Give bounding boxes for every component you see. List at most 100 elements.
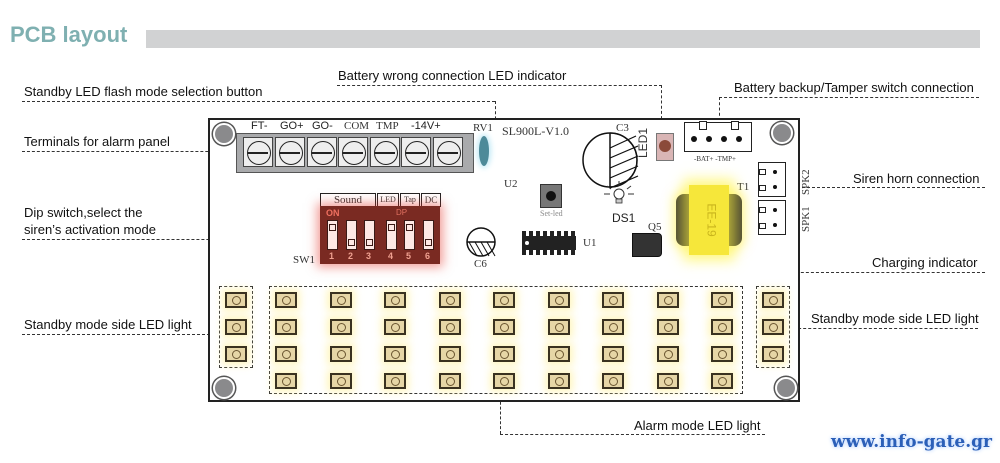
board-name: SL900L-V1.0 — [502, 124, 569, 138]
set-led-button[interactable] — [540, 184, 562, 208]
terminal-label: GO- — [312, 120, 333, 132]
mounting-hole — [771, 122, 793, 144]
leader-line — [788, 328, 978, 329]
capacitor-c3-icon — [582, 132, 639, 189]
dip-group-labels: Sound LED Tap DC — [320, 193, 441, 207]
dip-group-dc: DC — [421, 193, 441, 207]
terminal-label: COM — [344, 120, 370, 132]
alarm-led — [493, 373, 515, 389]
screw-terminal — [243, 137, 273, 167]
alarm-led — [438, 373, 461, 389]
callout-standby-flash-button: Standby LED flash mode selection button — [24, 84, 263, 99]
alarm-led — [711, 319, 733, 335]
dip-switch-1[interactable] — [327, 220, 338, 250]
leader-line — [719, 97, 979, 98]
page-title: PCB layout — [10, 22, 128, 47]
spk1-label: SPK1 — [800, 206, 812, 232]
dip-number: 1 — [329, 251, 335, 261]
alarm-led — [438, 319, 461, 335]
leader-line — [500, 434, 765, 435]
alarm-led — [329, 319, 352, 335]
led-dot-icon — [659, 140, 671, 152]
side-led-right — [762, 292, 784, 308]
charging-indicator-bulb-icon — [604, 181, 634, 204]
alarm-led — [275, 346, 297, 362]
speaker-connector-spk1 — [758, 200, 786, 235]
dip-group-led: LED — [377, 193, 399, 207]
alarm-led — [329, 292, 352, 308]
alarm-led — [275, 373, 297, 389]
leader-line — [22, 334, 220, 335]
c3-label: C3 — [616, 122, 629, 134]
terminal-label: GO+ — [280, 120, 304, 132]
bat-tmp-label: -BAT+ -TMP+ — [694, 155, 736, 163]
alarm-led — [711, 292, 733, 308]
dip-number: 3 — [366, 251, 372, 261]
leader-line — [661, 85, 662, 145]
transformer-t1: EE-19 — [689, 185, 729, 255]
dip-number: 5 — [406, 251, 412, 261]
u2-label: U2 — [504, 178, 518, 190]
alarm-led — [384, 373, 406, 389]
alarm-led — [656, 346, 679, 362]
dip-knob — [329, 224, 336, 231]
dip-number: 6 — [425, 251, 431, 261]
side-led-left — [225, 292, 247, 308]
battery-tamper-connector — [684, 121, 752, 152]
ds1-label: DS1 — [612, 211, 636, 225]
transformer-model: EE-19 — [704, 203, 719, 237]
alarm-led — [275, 292, 297, 308]
dip-number: 2 — [348, 251, 354, 261]
side-led-group-right — [756, 286, 790, 368]
dip-switch-2[interactable] — [346, 220, 357, 250]
alarm-led — [493, 346, 515, 362]
leader-line — [337, 85, 662, 86]
dip-switch-5[interactable] — [404, 220, 415, 250]
callout-dip-switch-line2: siren’s activation mode — [24, 222, 156, 237]
dip-switch-6[interactable] — [423, 220, 434, 250]
dip-knob — [388, 224, 395, 231]
terminal-block — [236, 133, 474, 173]
varistor-rv1 — [479, 136, 489, 166]
dip-knob — [366, 239, 373, 246]
callout-battery-tamper: Battery backup/Tamper switch connection — [734, 80, 974, 95]
dip-knob — [406, 224, 413, 231]
screw-terminal — [338, 137, 368, 167]
mounting-hole — [213, 123, 235, 145]
leader-line — [500, 392, 501, 434]
alarm-led — [656, 292, 679, 308]
leader-line — [719, 97, 720, 121]
alarm-led — [493, 292, 515, 308]
u1-label: U1 — [583, 237, 597, 249]
leader-line — [22, 101, 495, 102]
alarm-led — [602, 373, 624, 389]
terminal-label: TMP — [376, 120, 399, 132]
leader-line — [22, 239, 324, 240]
alarm-led — [275, 319, 297, 335]
leader-line — [670, 272, 985, 273]
alarm-led — [602, 319, 624, 335]
side-led-right — [762, 319, 784, 335]
mounting-hole — [213, 377, 235, 399]
callout-dip-switch-line1: Dip switch,select the — [24, 205, 143, 220]
dip-switch-4[interactable] — [386, 220, 397, 250]
alarm-led — [329, 373, 352, 389]
callout-alarm-led: Alarm mode LED light — [634, 418, 761, 433]
alarm-led — [602, 346, 624, 362]
dip-dp-label: DP — [396, 208, 408, 217]
side-led-left — [225, 346, 247, 362]
capacitor-c6-icon — [466, 227, 496, 257]
alarm-led — [384, 319, 406, 335]
alarm-led — [547, 346, 570, 362]
terminal-label: -14V+ — [411, 120, 441, 132]
callout-terminals: Terminals for alarm panel — [24, 134, 170, 149]
leader-line — [22, 151, 238, 152]
dip-switch-3[interactable] — [364, 220, 375, 250]
dip-group-tap: Tap — [400, 193, 420, 207]
side-led-right — [762, 346, 784, 362]
alarm-led — [656, 373, 679, 389]
button-cap-icon — [546, 191, 556, 201]
screw-terminal — [307, 137, 337, 167]
dip-on-label: ON — [326, 208, 340, 218]
